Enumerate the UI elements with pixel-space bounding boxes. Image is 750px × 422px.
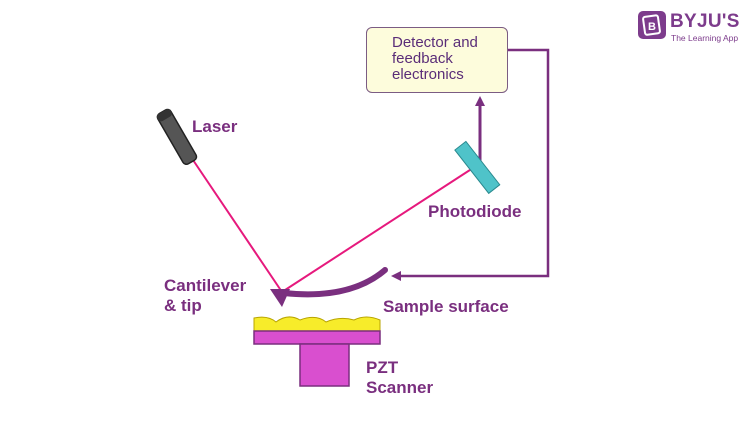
cantilever-arm	[281, 267, 388, 298]
pzt-label-line-2: Scanner	[366, 378, 434, 397]
svg-text:B: B	[648, 21, 656, 33]
detector-electronics-box	[366, 27, 508, 93]
pzt-scanner-block	[299, 343, 350, 387]
incident-laser-beam	[192, 159, 283, 293]
pzt-label-line-1: PZT	[366, 358, 399, 377]
cantilever-tip	[270, 289, 290, 307]
photodiode	[454, 140, 501, 195]
feedback-loop-arrow	[391, 48, 550, 281]
laser-source	[156, 108, 198, 166]
photodiode-label: Photodiode	[428, 202, 522, 221]
detector-line-1: Detector and	[392, 34, 478, 51]
detector-label: Detector and feedback electronics	[392, 35, 478, 83]
detector-line-3: electronics	[392, 66, 464, 83]
cantilever-label-line-1: Cantilever	[164, 276, 247, 295]
cantilever-label-line-2: & tip	[164, 296, 202, 315]
sample-stage	[253, 330, 381, 345]
sample-surface-label: Sample surface	[383, 297, 509, 316]
laser-label: Laser	[192, 117, 238, 136]
logo-tagline: The Learning App	[671, 33, 739, 43]
byjus-badge-icon: B	[638, 11, 666, 39]
detector-line-2: feedback	[392, 50, 453, 67]
reflected-laser-beam	[281, 167, 474, 293]
logo-wordmark: BYJU'S	[670, 11, 740, 32]
sample-surface	[253, 316, 381, 332]
